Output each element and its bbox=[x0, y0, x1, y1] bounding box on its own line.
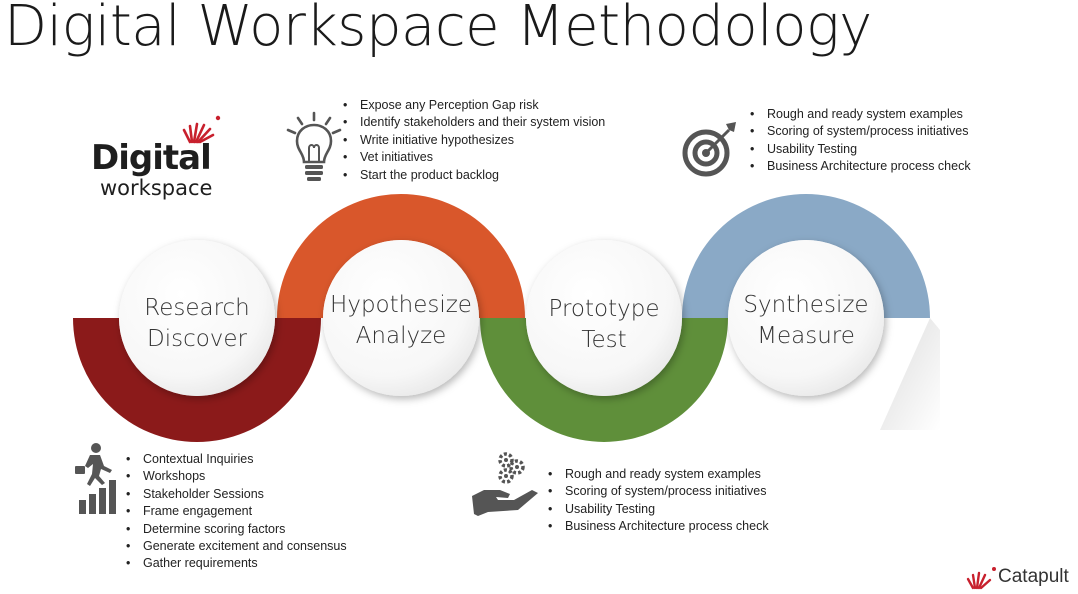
list-item: Rough and ready system examples bbox=[750, 106, 971, 124]
list-item: Expose any Perception Gap risk bbox=[343, 97, 605, 115]
synthesize-list: Rough and ready system examples Scoring … bbox=[750, 106, 971, 176]
synthesize-disc bbox=[728, 240, 884, 396]
research-disc bbox=[119, 240, 275, 396]
logo-line-2: workspace bbox=[100, 176, 213, 200]
lightbulb-icon bbox=[286, 111, 342, 181]
list-item: Stakeholder Sessions bbox=[126, 486, 347, 504]
prototype-arc bbox=[480, 318, 728, 442]
catapult-logo: Catapult bbox=[966, 564, 1076, 592]
prototype-list: Rough and ready system examples Scoring … bbox=[548, 466, 769, 536]
research-arc bbox=[73, 318, 321, 442]
list-item: Generate excitement and consensus bbox=[126, 538, 347, 556]
list-item: Business Architecture process check bbox=[750, 158, 971, 176]
research-list: Contextual Inquiries Workshops Stakehold… bbox=[126, 451, 347, 573]
list-item: Gather requirements bbox=[126, 555, 347, 573]
list-item: Business Architecture process check bbox=[548, 518, 769, 536]
logo-line-1: Digital bbox=[91, 138, 212, 178]
catapult-mark-icon bbox=[966, 567, 996, 590]
prototype-disc bbox=[526, 240, 682, 396]
list-item: Vet initiatives bbox=[343, 149, 605, 167]
synthesize-arc bbox=[682, 194, 930, 318]
wave-shadow bbox=[880, 318, 940, 430]
hand-gears-icon bbox=[472, 452, 538, 516]
list-item: Usability Testing bbox=[750, 141, 971, 159]
list-item: Scoring of system/process initiatives bbox=[548, 483, 769, 501]
list-item: Workshops bbox=[126, 468, 347, 486]
list-item: Scoring of system/process initiatives bbox=[750, 123, 971, 141]
page-title: Digital Workspace Methodology bbox=[4, 0, 872, 59]
list-item: Identify stakeholders and their system v… bbox=[343, 114, 605, 132]
target-icon bbox=[682, 122, 736, 177]
person-climbing-bars-icon bbox=[75, 443, 116, 514]
list-item: Rough and ready system examples bbox=[548, 466, 769, 484]
hypothesize-list: Expose any Perception Gap risk Identify … bbox=[343, 97, 605, 184]
logo-mark-icon bbox=[182, 115, 221, 144]
list-item: Write initiative hypothesizes bbox=[343, 132, 605, 150]
hypothesize-disc bbox=[323, 240, 479, 396]
list-item: Contextual Inquiries bbox=[126, 451, 347, 469]
digital-workspace-logo: Digital workspace bbox=[88, 112, 238, 212]
hypothesize-arc bbox=[277, 194, 525, 318]
list-item: Start the product backlog bbox=[343, 167, 605, 185]
brand-name: Catapult bbox=[998, 566, 1069, 587]
list-item: Usability Testing bbox=[548, 501, 769, 519]
list-item: Frame engagement bbox=[126, 503, 347, 521]
list-item: Determine scoring factors bbox=[126, 521, 347, 539]
